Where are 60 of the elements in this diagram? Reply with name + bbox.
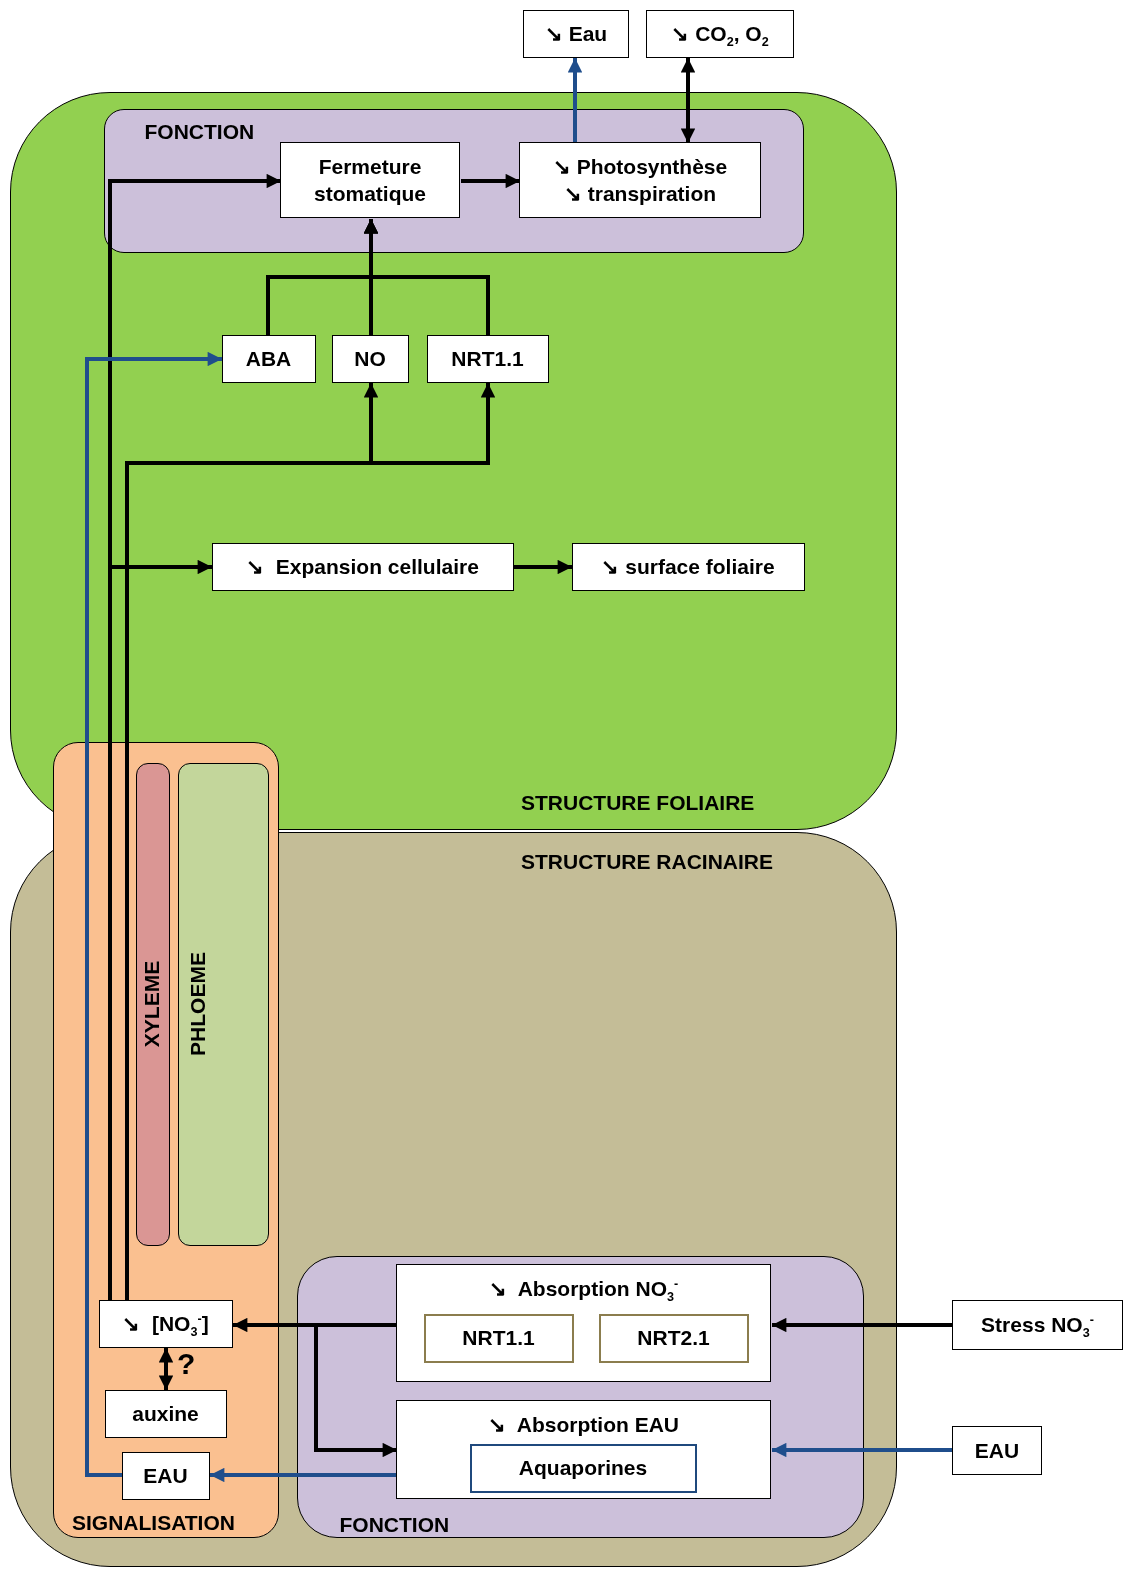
box-text: ↘ Eau xyxy=(544,21,608,48)
process-box xyxy=(280,142,460,218)
box-text: NO xyxy=(354,345,386,372)
process-box xyxy=(469,1443,697,1493)
process-box xyxy=(221,334,316,383)
box-text: NRT1.1 xyxy=(462,1325,535,1352)
box-text: EAU xyxy=(974,1437,1020,1464)
region-label: SIGNALISATION xyxy=(72,1511,235,1535)
process-box xyxy=(396,1264,771,1382)
tissue-label: XYLEME xyxy=(139,960,164,1048)
process-box xyxy=(98,1299,233,1348)
process-box xyxy=(121,1451,210,1500)
box-text: ↘ [NO$_{3}$$^{-}$] xyxy=(122,1310,209,1338)
box-text: ↘ transpiration xyxy=(563,181,717,207)
process-box xyxy=(952,1300,1123,1350)
tissue-band xyxy=(177,762,269,1246)
arrow xyxy=(680,58,696,143)
process-box xyxy=(523,10,629,58)
box-text: EAU xyxy=(143,1462,188,1489)
arrow xyxy=(314,1323,397,1458)
arrow xyxy=(567,58,583,143)
region-label: FONCTION xyxy=(339,1512,450,1537)
process-box xyxy=(104,1389,227,1438)
process-box xyxy=(598,1313,749,1363)
process-box xyxy=(331,334,409,383)
box-text: ↘ Photosynthèse xyxy=(552,153,728,180)
arrow xyxy=(85,351,222,1477)
process-box xyxy=(571,542,805,591)
arrow xyxy=(158,1348,174,1390)
box-text: NRT2.1 xyxy=(637,1325,710,1352)
arrow xyxy=(772,1317,952,1333)
process-box xyxy=(426,334,549,383)
region-panel xyxy=(103,108,804,253)
process-box xyxy=(211,542,514,591)
box-text: ↘ surface foliaire xyxy=(601,553,775,580)
arrow xyxy=(461,173,520,189)
region-label: STRUCTURE FOLIAIRE xyxy=(521,791,755,815)
box-text: NRT1.1 xyxy=(451,345,524,372)
region-panel xyxy=(53,742,279,1538)
region-panel xyxy=(10,92,897,830)
box-text: Fermeture stomatique xyxy=(313,153,427,207)
box-text: auxine xyxy=(132,1400,199,1427)
box-text: Aquaporines xyxy=(518,1455,648,1482)
arrow xyxy=(772,1442,952,1458)
arrow xyxy=(210,1467,397,1483)
region-panel xyxy=(296,1255,864,1538)
box-text: ABA xyxy=(245,345,292,372)
process-box xyxy=(519,142,761,218)
region-label: FONCTION xyxy=(144,119,255,144)
process-box xyxy=(396,1400,771,1499)
box-title: ↘ Absorption EAU xyxy=(486,1412,680,1438)
arrow xyxy=(514,559,572,575)
process-box xyxy=(423,1313,574,1363)
tissue-band xyxy=(135,762,170,1246)
process-box xyxy=(646,10,794,58)
box-text: ↘ CO$_{2}$, O$_{2}$ xyxy=(671,21,769,48)
box-text: ↘ Expansion cellulaire xyxy=(246,553,479,580)
process-box xyxy=(952,1426,1042,1475)
region-label: STRUCTURE RACINAIRE xyxy=(521,850,773,874)
tissue-label: PHLOEME xyxy=(185,952,210,1056)
